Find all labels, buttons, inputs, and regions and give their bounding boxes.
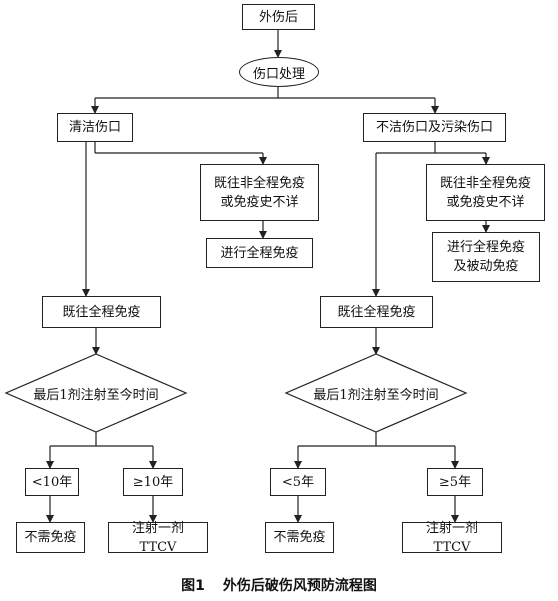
left-main-label: 既往全程免疫 (62, 304, 141, 320)
right-main-box: 既往全程免疫 (320, 296, 433, 328)
dirty-wound-node: 不洁伤口及污染伤口 (363, 113, 506, 142)
right-opt-a-label: <5年 (281, 474, 315, 490)
figure-caption: 图1 外伤后破伤风预防流程图 (0, 575, 558, 595)
right-res-b-label: 注射一剂 TTCV (425, 520, 478, 555)
right-res-a-label: 不需免疫 (273, 530, 326, 545)
right-opt-a: <5年 (270, 468, 326, 496)
left-decision-diamond (4, 353, 188, 433)
right-side-result-line-1: 进行全程免疫 (446, 240, 525, 255)
left-main-box: 既往全程免疫 (42, 296, 161, 328)
left-side-result: 进行全程免疫 (206, 238, 313, 268)
process-node: 伤口处理 (239, 57, 319, 87)
left-res-a: 不需免疫 (16, 522, 85, 553)
right-main-label: 既往全程免疫 (337, 304, 416, 320)
right-decision-diamond (284, 353, 468, 433)
root-label: 外伤后 (258, 9, 298, 25)
right-decision-label: 最后1剂注射至今时间 (313, 388, 439, 403)
left-side-line-2: 或免疫史不详 (220, 194, 299, 210)
right-side-line-2: 或免疫史不详 (446, 194, 525, 210)
figure-title: 外伤后破伤风预防流程图 (222, 578, 377, 594)
figure-number: 图1 (181, 578, 205, 594)
left-opt-b-label: ≥10年 (132, 474, 174, 490)
left-res-b-label: 注射一剂 TTCV (131, 520, 184, 555)
left-res-a-label: 不需免疫 (24, 530, 77, 545)
right-opt-b-label: ≥5年 (438, 474, 472, 490)
dirty-wound-label: 不洁伤口及污染伤口 (375, 120, 493, 135)
left-side-line-1: 既往非全程免疫 (213, 175, 305, 191)
right-side-result: 进行全程免疫 及被动免疫 (432, 232, 540, 282)
right-side-box: 既往非全程免疫 或免疫史不详 (426, 164, 545, 221)
right-side-line-1: 既往非全程免疫 (439, 175, 531, 191)
clean-wound-label: 清洁伤口 (68, 120, 121, 135)
left-side-result-label: 进行全程免疫 (220, 245, 299, 261)
right-side-result-line-2: 及被动免疫 (453, 259, 519, 274)
clean-wound-node: 清洁伤口 (57, 113, 133, 142)
right-opt-b: ≥5年 (427, 468, 483, 496)
left-opt-b: ≥10年 (123, 468, 183, 496)
left-opt-a-label: <10年 (31, 474, 73, 490)
process-label: 伤口处理 (252, 66, 305, 82)
left-opt-a: <10年 (25, 468, 79, 496)
left-side-box: 既往非全程免疫 或免疫史不详 (200, 164, 319, 221)
right-res-b: 注射一剂 TTCV (402, 521, 502, 555)
root-node: 外伤后 (242, 4, 315, 30)
left-res-b: 注射一剂 TTCV (108, 521, 208, 555)
left-decision-label: 最后1剂注射至今时间 (33, 388, 159, 403)
right-res-a: 不需免疫 (265, 522, 334, 553)
